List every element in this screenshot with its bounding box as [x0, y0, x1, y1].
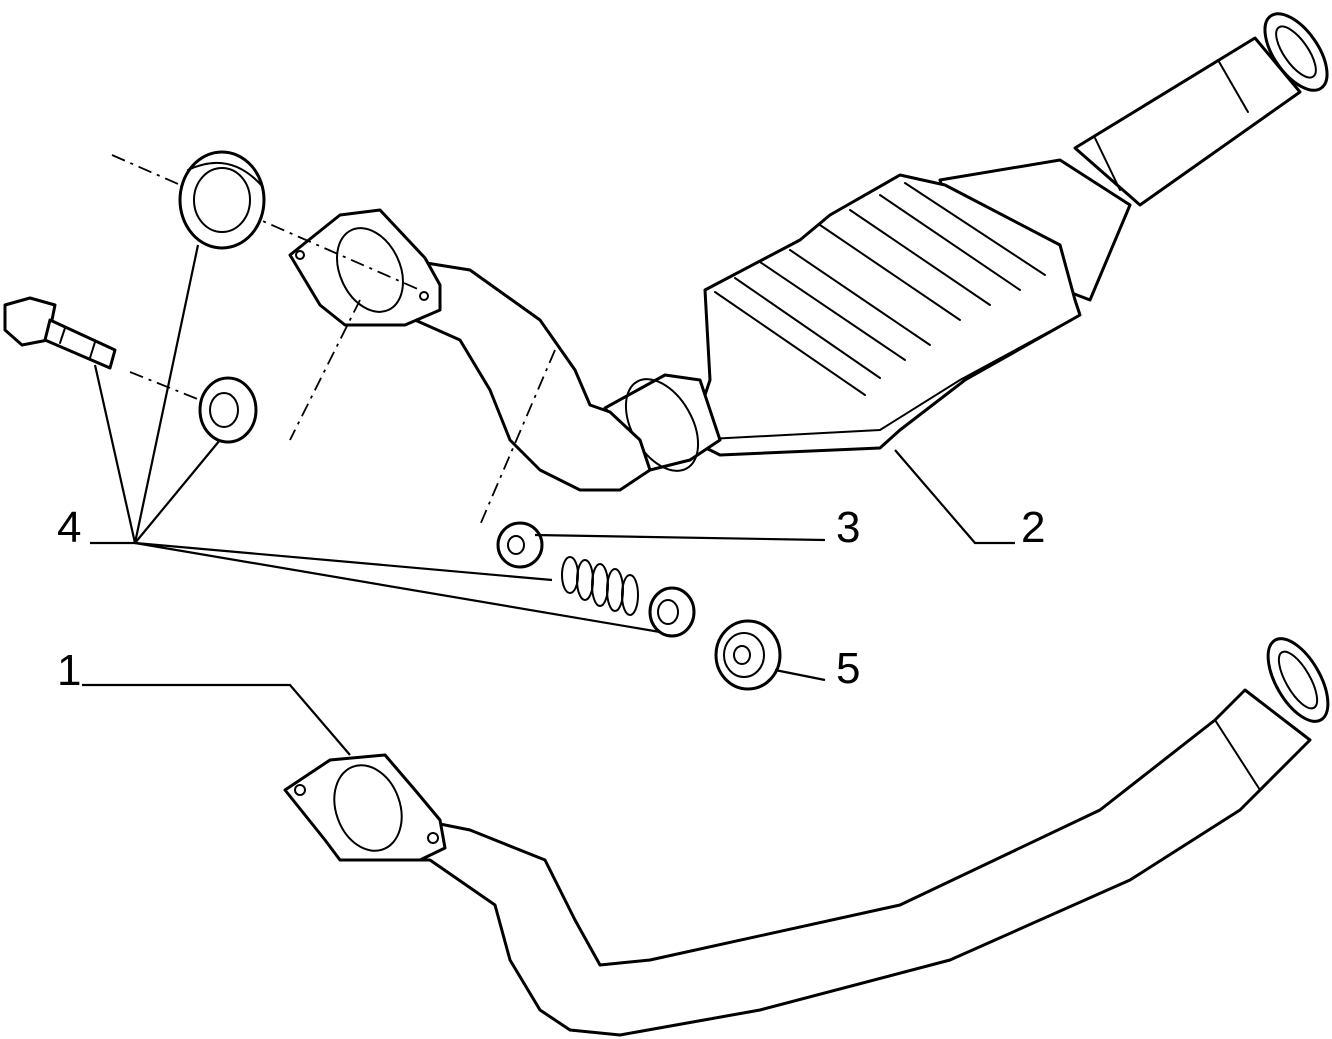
catalytic-converter [288, 12, 1329, 492]
stud-bolt [3, 296, 117, 370]
gasket-small [198, 376, 258, 444]
leader-lines [82, 244, 1015, 756]
spring [561, 556, 639, 616]
bushing [648, 586, 696, 638]
front-pipe [283, 637, 1330, 1037]
nut [714, 619, 782, 691]
callout-3: 3 [836, 503, 860, 552]
callout-4: 4 [57, 503, 81, 552]
gasket-upper [178, 150, 266, 250]
callout-2: 2 [1021, 503, 1045, 552]
callout-5: 5 [836, 644, 860, 693]
spring-seat-washer [496, 521, 544, 569]
callout-1: 1 [57, 646, 81, 695]
